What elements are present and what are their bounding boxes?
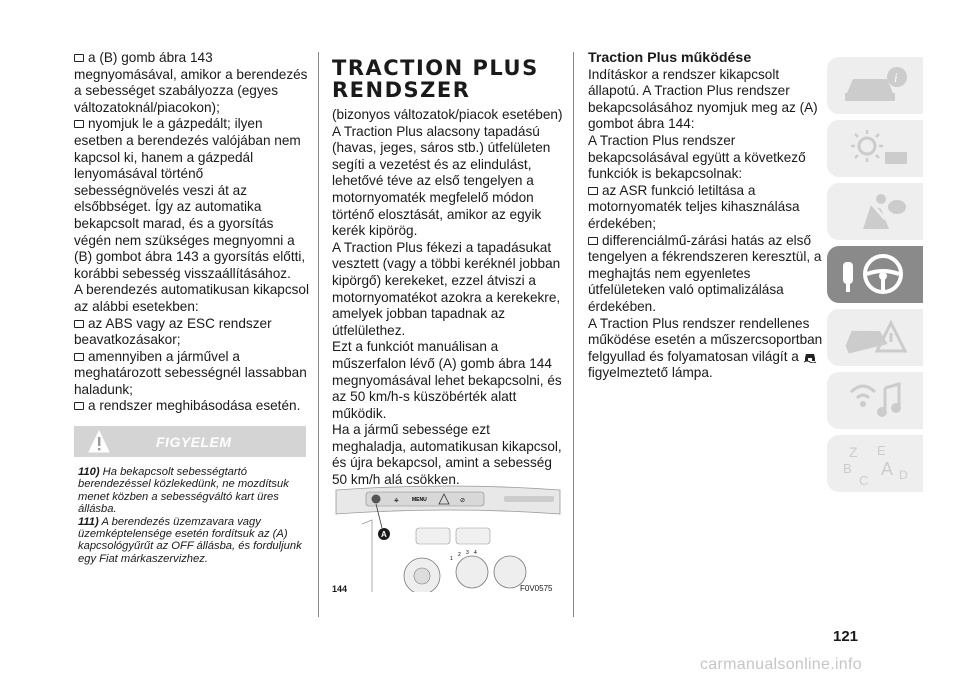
paragraph: A berendezés automatikusan kikapcsol az … (74, 282, 310, 314)
bullet-square-icon (74, 120, 84, 129)
svg-text:C: C (859, 473, 868, 487)
warning-banner: FIGYELEM (74, 426, 306, 457)
svg-text:Z: Z (849, 444, 858, 460)
column-middle: TRACTION PLUS RENDSZER (bizonyos változa… (332, 57, 564, 489)
svg-text:B: B (843, 461, 852, 476)
paragraph: Indításkor a rendszer kikapcsolt állapot… (588, 66, 818, 132)
tab-multimedia[interactable] (827, 372, 923, 429)
alphabet-index-icon: Z E B AC D (843, 443, 908, 487)
note-item: 110) Ha bekapcsolt sebességtartó berende… (78, 466, 289, 516)
svg-text:2: 2 (458, 552, 461, 558)
watermark: carmanualsonline.info (700, 656, 862, 673)
paragraph: A Traction Plus rendszer rendellenes műk… (588, 315, 823, 381)
svg-text:MENU: MENU (412, 497, 427, 503)
figure-number: 144 (332, 584, 348, 594)
svg-text:A: A (381, 530, 387, 539)
callout-marker (378, 528, 390, 540)
svg-text:4: 4 (474, 550, 477, 556)
figure-code: F0V0575 (520, 584, 553, 593)
svg-text:⎈: ⎈ (394, 498, 399, 504)
tab-dashboard-lights[interactable] (827, 120, 923, 177)
note-item: 111) A berendezés üzemzavara vagy üzemké… (78, 515, 302, 565)
svg-text:1: 1 (450, 556, 453, 562)
car-crash-icon (845, 319, 908, 354)
tab-safety[interactable] (827, 183, 923, 240)
bullet-square-icon (74, 54, 84, 62)
bullet-item: az ABS vagy az ESC rendszer beavatkozása… (74, 315, 272, 348)
airbag-seat-icon (863, 194, 906, 229)
paragraph: A Traction Plus rendszer bekapcsolásával… (588, 132, 806, 182)
column-divider (318, 52, 319, 617)
steering-wheel-icon (843, 254, 903, 294)
media-icon (849, 382, 901, 417)
warning-notes: 110) Ha bekapcsolt sebességtartó berende… (78, 466, 308, 565)
tab-driving[interactable] (827, 246, 923, 303)
svg-text:D: D (899, 468, 908, 482)
bullet-item: differenciálmű-zárási hatás az első teng… (588, 232, 822, 314)
bullet-square-icon (74, 352, 84, 361)
car-info-icon: i (845, 67, 907, 101)
svg-text:⊘: ⊘ (460, 498, 465, 504)
page-number: 121 (833, 628, 859, 645)
bullet-square-icon (74, 319, 84, 328)
svg-text:3: 3 (466, 550, 469, 556)
bullet-item: nyomjuk le a gázpedált; ilyen esetben a … (74, 116, 306, 281)
subsection-heading: Traction Plus működése (588, 50, 752, 66)
bullet-item: amennyiben a járművel a meghatározott se… (74, 348, 307, 397)
column-left: a (B) gomb ábra 143 megnyomásával, amiko… (74, 50, 310, 415)
tab-car-info[interactable]: i (827, 57, 923, 114)
paragraph: A Traction Plus fékezi a tapadásukat ves… (332, 239, 561, 338)
paragraph: A Traction Plus alacsony tapadású (havas… (332, 123, 551, 239)
dashboard-figure: ⎈ MENU ⊘ 1 2 3 4 A (332, 484, 564, 592)
dashboard-lights-icon (851, 130, 907, 164)
paragraph: (bizonyos változatok/piacok esetében) (332, 107, 563, 122)
bullet-square-icon (588, 236, 598, 245)
svg-text:E: E (877, 443, 886, 458)
svg-text:A: A (881, 459, 893, 479)
paragraph: Ha a jármű sebessége ezt meghaladja, aut… (332, 422, 562, 488)
paragraph: Ezt a funkciót manuálisan a műszerfalon … (332, 339, 562, 421)
bullet-square-icon (588, 186, 598, 195)
bullet-item: a rendszer meghibásodása esetén. (74, 398, 310, 415)
bullet-item: a (B) gomb ábra 143 megnyomásával, amiko… (74, 50, 308, 115)
column-right: Traction Plus működése Indításkor a rend… (588, 50, 823, 382)
column-divider (573, 52, 574, 617)
section-heading: TRACTION PLUS RENDSZER (332, 56, 539, 102)
traction-warning-lamp-icon (803, 353, 816, 364)
warning-title: FIGYELEM (156, 434, 232, 450)
bullet-item: az ASR funkció letiltása a motornyomaték… (588, 182, 800, 231)
warning-triangle-icon (88, 430, 110, 453)
tab-emergency[interactable] (827, 309, 923, 366)
bullet-square-icon (74, 402, 84, 411)
svg-text:i: i (894, 70, 898, 85)
traction-button-icon (371, 494, 381, 504)
